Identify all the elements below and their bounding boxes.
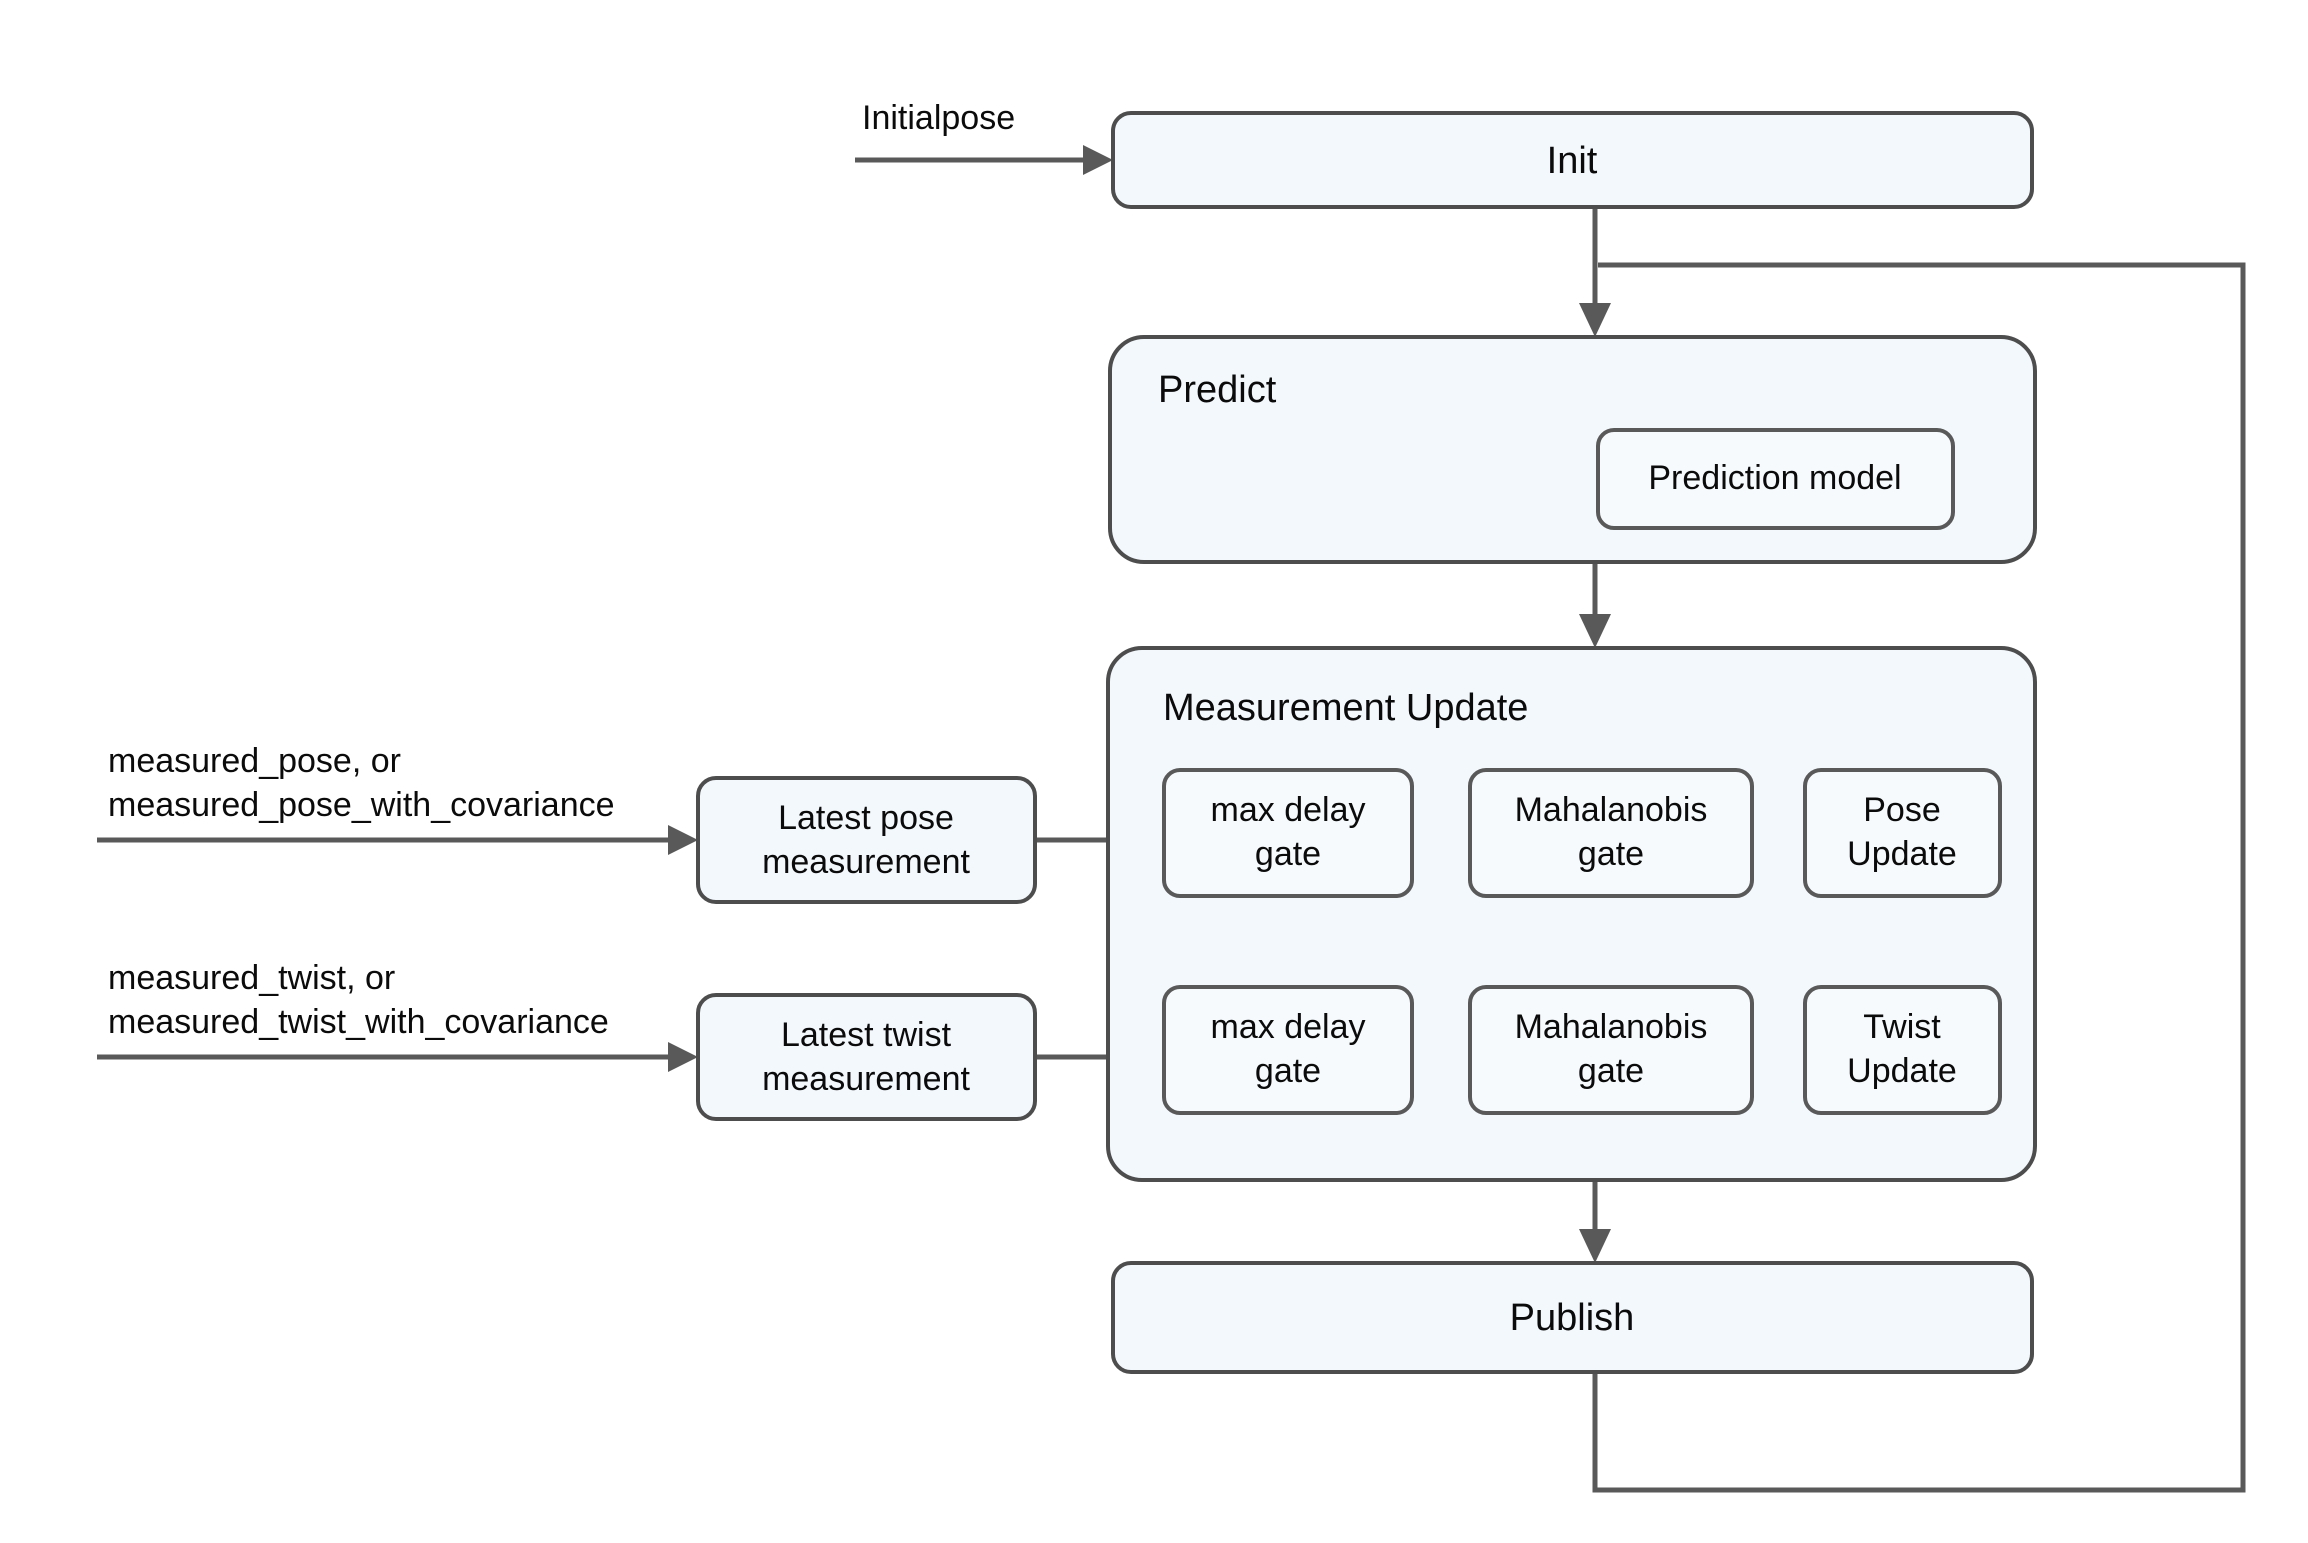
edge-measured-twist-to-latest-twist — [97, 1042, 698, 1072]
edge-predict-to-measurement-update — [1579, 562, 1611, 648]
node-twist-max-delay-gate[interactable]: max delay gate — [1162, 985, 1414, 1115]
node-twist-update-shape[interactable] — [1803, 985, 2002, 1115]
node-latest-twist-measurement-label-line2: measurement — [762, 1060, 970, 1098]
node-pose-mahalanobis-gate-shape[interactable] — [1468, 768, 1754, 898]
edge-publish-feedback-loop — [1592, 262, 2246, 1493]
node-publish-label: Publish — [1510, 1297, 1635, 1339]
node-twist-mahalanobis-gate-shape[interactable] — [1468, 985, 1754, 1115]
node-pose-update-shape[interactable] — [1803, 768, 2002, 898]
node-pose-max-delay-gate-shape[interactable] — [1162, 768, 1414, 898]
node-pose-max-delay-gate-label-line1: max delay — [1211, 791, 1366, 829]
node-twist-mahalanobis-gate-label-line2: gate — [1578, 1052, 1644, 1090]
node-predict-panel[interactable]: Predict Prediction model — [1108, 335, 2037, 564]
arrowhead-icon — [1579, 1229, 1611, 1263]
node-pose-update[interactable]: Pose Update — [1803, 768, 2002, 898]
edge-label-measured-pose-line1: measured_pose, or — [108, 742, 401, 780]
arrowhead-icon — [668, 825, 698, 855]
node-latest-twist-measurement[interactable]: Latest twist measurement — [696, 993, 1037, 1121]
node-pose-max-delay-gate[interactable]: max delay gate — [1162, 768, 1414, 898]
node-latest-twist-measurement-shape[interactable] — [696, 993, 1037, 1121]
edge-measured-pose-to-latest-pose — [97, 825, 698, 855]
node-twist-max-delay-gate-label-line2: gate — [1255, 1052, 1321, 1090]
node-twist-max-delay-gate-shape[interactable] — [1162, 985, 1414, 1115]
node-prediction-model-shape[interactable] — [1596, 428, 1955, 530]
node-pose-update-label-line2: Update — [1847, 835, 1957, 873]
node-init[interactable]: Init — [1111, 111, 2034, 209]
node-pose-update-label-line1: Pose — [1863, 791, 1941, 829]
node-latest-pose-measurement[interactable]: Latest pose measurement — [696, 776, 1037, 904]
node-twist-max-delay-gate-label-line1: max delay — [1211, 1008, 1366, 1046]
edge-initialpose-to-init — [855, 145, 1113, 175]
edge-line — [1592, 262, 2246, 1493]
arrowhead-icon — [1083, 145, 1113, 175]
node-latest-pose-measurement-shape[interactable] — [696, 776, 1037, 904]
arrowhead-icon — [668, 1042, 698, 1072]
node-twist-mahalanobis-gate[interactable]: Mahalanobis gate — [1468, 985, 1754, 1115]
node-measurement-update-title: Measurement Update — [1163, 687, 1528, 729]
node-twist-update-label-line2: Update — [1847, 1052, 1957, 1090]
node-publish-shape[interactable] — [1111, 1261, 2034, 1374]
arrowhead-icon — [1579, 614, 1611, 648]
edge-label-measured-pose-line2: measured_pose_with_covariance — [108, 786, 615, 824]
edge-init-to-predict — [1579, 207, 1611, 337]
node-latest-twist-measurement-label-line1: Latest twist — [781, 1016, 952, 1054]
node-pose-mahalanobis-gate-label-line1: Mahalanobis — [1515, 791, 1708, 829]
edge-measurement-update-to-publish — [1579, 1180, 1611, 1263]
node-twist-update[interactable]: Twist Update — [1803, 985, 2002, 1115]
node-prediction-model-label: Prediction model — [1648, 459, 1901, 497]
node-pose-mahalanobis-gate[interactable]: Mahalanobis gate — [1468, 768, 1754, 898]
edge-label-measured-twist-line1: measured_twist, or — [108, 959, 395, 997]
node-predict-title: Predict — [1158, 369, 1277, 411]
edge-label-initialpose: Initialpose — [862, 99, 1015, 137]
arrowhead-icon — [1579, 303, 1611, 337]
node-init-label: Init — [1547, 140, 1598, 182]
node-pose-mahalanobis-gate-label-line2: gate — [1578, 835, 1644, 873]
node-pose-max-delay-gate-label-line2: gate — [1255, 835, 1321, 873]
node-latest-pose-measurement-label-line1: Latest pose — [778, 799, 954, 837]
node-twist-mahalanobis-gate-label-line1: Mahalanobis — [1515, 1008, 1708, 1046]
node-twist-update-label-line1: Twist — [1863, 1008, 1941, 1046]
edge-label-measured-twist-line2: measured_twist_with_covariance — [108, 1003, 609, 1041]
node-latest-pose-measurement-label-line2: measurement — [762, 843, 970, 881]
node-publish[interactable]: Publish — [1111, 1261, 2034, 1374]
node-init-shape[interactable] — [1111, 111, 2034, 209]
node-measurement-update-panel[interactable]: Measurement Update max delay gate Mahala… — [1106, 646, 2037, 1182]
